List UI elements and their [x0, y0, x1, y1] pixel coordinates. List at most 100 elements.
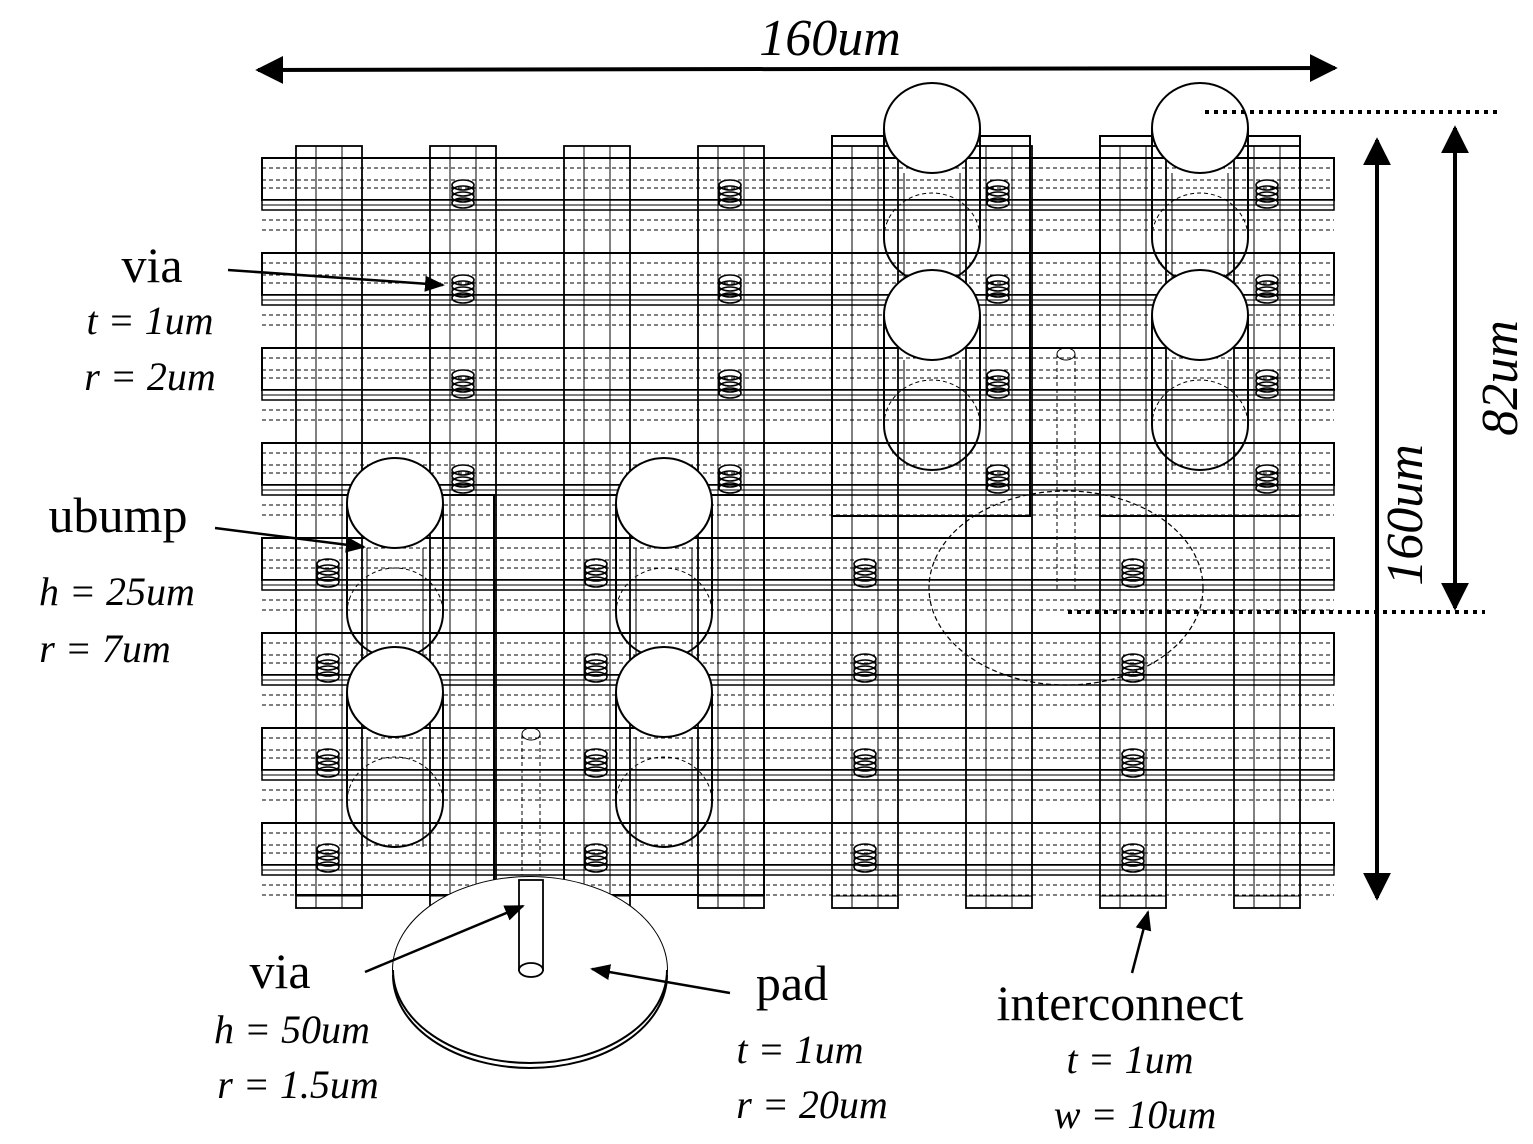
small-via-icon [1121, 748, 1145, 778]
small-via-icon [316, 843, 340, 873]
ubump-cylinder [1151, 269, 1249, 471]
pad-disk-edge [392, 974, 668, 1069]
ubump-top [346, 457, 444, 549]
ubump-top [615, 457, 713, 549]
small-via-icon [451, 274, 475, 304]
ubump-top [883, 82, 981, 174]
width-dimension-label: 160um [759, 10, 901, 67]
pad-group [392, 347, 1204, 1069]
horizontal-rail [261, 157, 1335, 201]
ubump-cylinder [346, 457, 444, 659]
small-via-icon [718, 274, 742, 304]
small-via-icon [1255, 369, 1279, 399]
ubump-bottom-front [1151, 424, 1249, 471]
ubump-cylinder [615, 646, 713, 848]
tall-via-shaft [518, 879, 544, 971]
pad-leader [590, 964, 731, 995]
small-via-icon [584, 843, 608, 873]
interconnect-width: w = 10um [1054, 1092, 1217, 1137]
ubump-radius: r = 7um [39, 626, 170, 671]
pad-thickness: t = 1um [737, 1027, 864, 1072]
ubump-bottom-front [346, 801, 444, 848]
horizontal-rail [261, 822, 1335, 866]
interconnect-leader [1130, 910, 1152, 974]
small-via-icon [584, 653, 608, 683]
small-via-icon [1255, 274, 1279, 304]
ubump-height: h = 25um [39, 569, 195, 614]
ubump-top [615, 646, 713, 738]
small-via-icon [718, 179, 742, 209]
small-via-icon [986, 274, 1010, 304]
horizontal-rail [261, 442, 1335, 486]
horizontal-rail [261, 727, 1335, 771]
small-via-icon [986, 464, 1010, 494]
tall-via-end [518, 962, 544, 978]
small-via-icon [1121, 558, 1145, 588]
small-via-icon [853, 653, 877, 683]
ubump-bottom-back [883, 379, 981, 426]
ubump-bottom-back [346, 756, 444, 803]
tall-via-lower-exposed [518, 879, 544, 978]
via-small-thickness: t = 1um [87, 298, 214, 343]
vertical-rail [1099, 145, 1167, 909]
vertical-rail [831, 145, 899, 909]
ubump-bottom-back [615, 567, 713, 614]
ubump-top [346, 646, 444, 738]
small-via-icon [451, 464, 475, 494]
pad-label: pad [756, 955, 828, 1011]
horizontal-rail [261, 632, 1335, 676]
small-via-icon [316, 653, 340, 683]
small-via-icon [1255, 179, 1279, 209]
ubump-cylinder [883, 82, 981, 284]
small-via-array [316, 179, 1279, 873]
ubump-bottom-back [883, 192, 981, 239]
ubump-bottom-back [1151, 192, 1249, 239]
via-small-radius: r = 2um [84, 354, 215, 399]
small-via-icon [718, 464, 742, 494]
small-via-icon [1255, 464, 1279, 494]
small-via-icon [853, 843, 877, 873]
small-via-icon [584, 558, 608, 588]
via-tall-label: via [249, 943, 310, 999]
small-via-icon [718, 369, 742, 399]
via-tall-radius: r = 1.5um [217, 1062, 378, 1107]
vertical-rail [965, 145, 1033, 909]
small-via-icon [986, 179, 1010, 209]
ubump-height-dimension-label: 82um [1472, 320, 1529, 436]
via-small-label: via [121, 237, 182, 293]
pad-radius: r = 20um [736, 1082, 887, 1127]
vertical-interconnect-layer [295, 135, 1301, 909]
small-via-icon [584, 748, 608, 778]
ubump-bottom-back [346, 567, 444, 614]
small-via-icon [316, 558, 340, 588]
height-dimension-label: 160um [1377, 444, 1434, 586]
ubump-top [1151, 82, 1249, 174]
ubump-top [1151, 269, 1249, 361]
via-small-leader [227, 268, 445, 292]
interconnect-thickness: t = 1um [1067, 1037, 1194, 1082]
ubump-label: ubump [49, 487, 188, 543]
ubump-cylinder [615, 457, 713, 659]
ubump-cylinder [346, 646, 444, 848]
ubump-bottom-back [1151, 379, 1249, 426]
horizontal-rail [261, 537, 1335, 581]
ubump-cylinder [883, 269, 981, 471]
tall-via-upper [1056, 347, 1076, 590]
ubump-bottom-front [883, 424, 981, 471]
via-tall-leader [364, 904, 525, 974]
horizontal-rail [261, 347, 1335, 391]
pad-upper-hidden [928, 490, 1204, 686]
ubump-bottom-front [615, 801, 713, 848]
via-tall-height: h = 50um [214, 1007, 370, 1052]
small-via-icon [853, 748, 877, 778]
small-via-icon [316, 748, 340, 778]
small-via-icon [1121, 653, 1145, 683]
tall-via-lower [521, 727, 541, 875]
interconnect-label: interconnect [996, 975, 1243, 1031]
small-via-icon [853, 558, 877, 588]
ubump-array [346, 82, 1249, 848]
width-dimension-arrow [255, 54, 1338, 84]
small-via-icon [451, 179, 475, 209]
ubump-top [883, 269, 981, 361]
